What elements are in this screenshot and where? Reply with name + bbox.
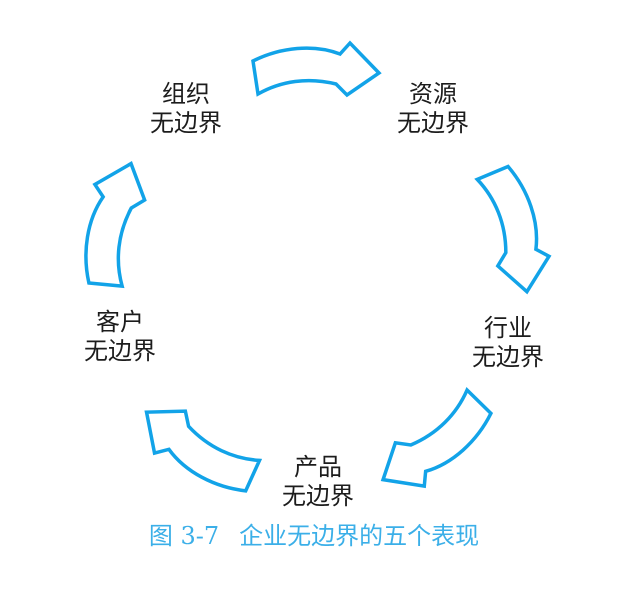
node-product-line1: 产品 (294, 453, 342, 481)
node-industry: 行业 无边界 (472, 314, 544, 372)
node-customer-line1: 客户 (96, 308, 144, 336)
node-product: 产品 无边界 (282, 453, 354, 511)
node-organization-line1: 组织 (162, 80, 210, 108)
node-resource-line2: 无边界 (397, 109, 469, 137)
figure-caption-title: 企业无边界的五个表现 (239, 522, 480, 550)
arrow-customer-to-organization-icon (69, 154, 155, 293)
arrow-industry-to-product-icon (368, 384, 504, 506)
figure-caption: 图 3-7 企业无边界的五个表现 (0, 521, 628, 551)
arrow-resource-to-industry-icon (473, 160, 558, 299)
node-customer: 客户 无边界 (84, 308, 156, 366)
node-customer-line2: 无边界 (84, 337, 156, 365)
node-industry-line1: 行业 (484, 314, 532, 342)
figure-caption-label: 图 3-7 (148, 522, 220, 550)
arrow-organization-to-resource-icon (251, 41, 381, 97)
node-resource: 资源 无边界 (397, 80, 469, 138)
node-organization: 组织 无边界 (150, 80, 222, 138)
node-product-line2: 无边界 (282, 482, 354, 510)
node-resource-line1: 资源 (409, 80, 457, 108)
node-industry-line2: 无边界 (472, 343, 544, 371)
arrow-product-to-customer-icon (128, 391, 266, 508)
node-organization-line2: 无边界 (150, 109, 222, 137)
